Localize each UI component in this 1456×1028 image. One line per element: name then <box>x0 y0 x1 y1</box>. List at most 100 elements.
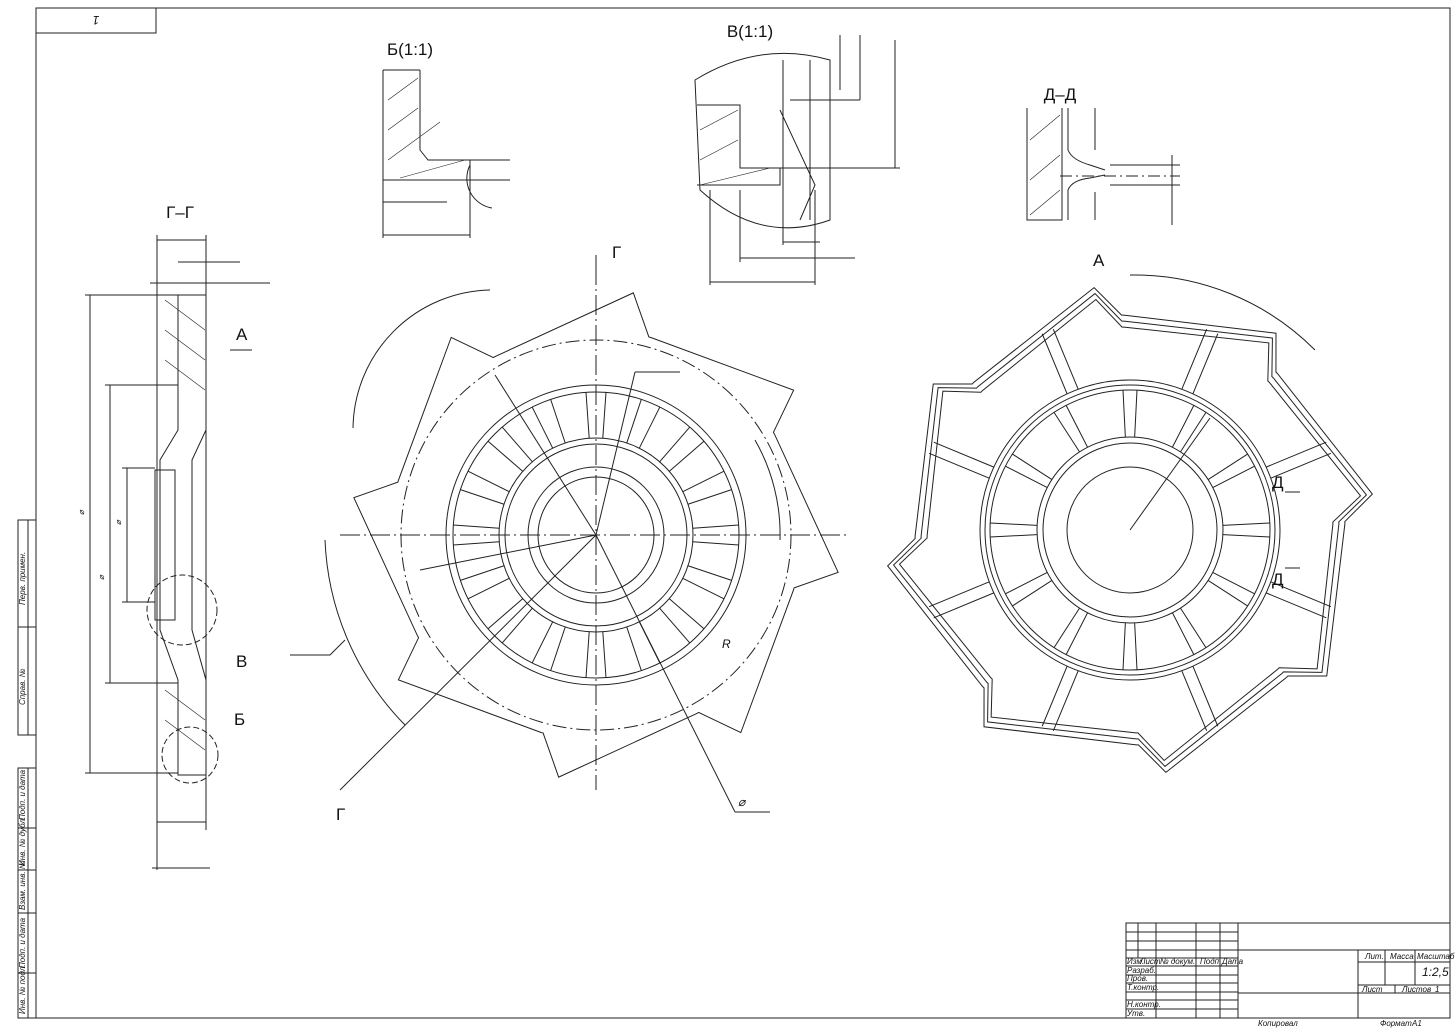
strip-label: Инв. № подл. <box>18 964 27 1014</box>
slot-edge <box>550 399 566 444</box>
ring <box>1042 442 1218 618</box>
slot-edge <box>453 524 500 529</box>
rib-edge <box>1207 453 1248 480</box>
spoke-edge <box>1052 328 1079 390</box>
tb-header: Изм. <box>1127 957 1144 966</box>
corner-box-text: 1 <box>93 13 100 27</box>
spoke-edge <box>928 452 990 479</box>
spoke-edge <box>1270 452 1332 479</box>
rib-edge <box>1212 571 1255 595</box>
slot-edge <box>692 541 739 546</box>
section-g-g-view <box>85 235 270 870</box>
slot-edge <box>659 426 691 463</box>
slot-edge <box>692 524 739 529</box>
ring <box>1036 436 1224 624</box>
rib-edge <box>1065 612 1089 655</box>
tb-header: Подп. <box>1200 957 1221 966</box>
cut-d-top-label: Д <box>1272 473 1284 492</box>
rib-edge <box>1222 522 1270 526</box>
slot-edge <box>668 440 705 472</box>
leader <box>290 639 346 656</box>
strip-label: Подп. и дата <box>18 769 27 820</box>
spoke-edge <box>928 581 990 608</box>
spoke-edge <box>933 592 995 619</box>
rib-edge <box>1053 607 1080 648</box>
title-block <box>1125 922 1451 1019</box>
rib-edge <box>1122 390 1126 438</box>
tb-format-value: А1 <box>1411 1019 1422 1028</box>
dimension-line <box>419 534 597 571</box>
strip-label: Взам. инв. № <box>18 860 27 910</box>
rib-edge <box>1053 412 1080 453</box>
rib-edge <box>1222 534 1270 538</box>
outer-contour <box>898 298 1362 762</box>
tb-mass: Масса <box>1390 952 1414 961</box>
spoke-edge <box>1265 592 1327 619</box>
tb-lit: Лит. <box>1364 952 1384 961</box>
diameter-label: ⌀ <box>114 519 123 525</box>
slot-edge <box>602 392 607 439</box>
cut-g-top-label: Г <box>612 243 621 262</box>
spoke-edge <box>1270 581 1332 608</box>
tb-header: Дата <box>1221 957 1244 966</box>
outer-contour <box>886 286 1374 774</box>
angle-arc <box>352 289 491 429</box>
slot-edge <box>682 470 725 493</box>
detail-b-view <box>382 69 510 238</box>
slot-edge <box>531 621 554 664</box>
tb-scale-label: Масштаб <box>1417 952 1455 961</box>
tb-role: Пров. <box>1127 974 1148 983</box>
rib-edge <box>1012 580 1053 607</box>
detail-v-view <box>694 35 900 285</box>
rib-edge <box>1134 622 1138 670</box>
slot-edge <box>460 565 505 581</box>
tb-scale-value: 1:2,5 <box>1422 965 1449 979</box>
front-view <box>290 255 850 813</box>
diameter-label: ⌀ <box>738 795 747 809</box>
ring <box>1066 466 1194 594</box>
dimension-line <box>1129 417 1211 531</box>
diameter-label: ⌀ <box>97 574 106 580</box>
slot-edge <box>687 565 732 581</box>
tb-header: Лист <box>1139 957 1161 966</box>
slot-edge <box>531 406 554 449</box>
spoke-edge <box>1265 441 1327 468</box>
cut-line <box>339 534 597 791</box>
spoke-edge <box>1041 665 1068 727</box>
angle-arc <box>324 539 406 726</box>
cut-g-bottom-label: Г <box>336 805 345 824</box>
diameter-label: ⌀ <box>77 509 86 515</box>
slot-edge <box>460 489 505 505</box>
tb-role: Разраб. <box>1127 966 1156 975</box>
view-a <box>886 274 1374 774</box>
section-d-d-view <box>1026 108 1180 225</box>
rib-edge <box>1180 412 1207 453</box>
dimension-line <box>595 371 636 536</box>
rib-edge <box>1005 571 1048 595</box>
rib-edge <box>990 534 1038 538</box>
rib-edge <box>1122 622 1126 670</box>
rib-edge <box>1207 580 1248 607</box>
slot-edge <box>487 598 524 630</box>
outer-contour <box>353 292 839 778</box>
tb-sheets: Листов <box>1401 985 1431 994</box>
detail-v-label: В(1:1) <box>727 22 773 41</box>
slot-edge <box>467 470 510 493</box>
spoke-edge <box>1181 328 1208 390</box>
slot-edge <box>602 631 607 678</box>
side-strip <box>17 519 37 1019</box>
view-a-label: А <box>1093 251 1105 270</box>
ring <box>989 389 1271 671</box>
dimension-line <box>494 374 597 536</box>
rib-edge <box>1065 405 1089 448</box>
callout-b-label: Б <box>234 710 245 729</box>
slot-edge <box>626 399 642 444</box>
rib-edge <box>1134 390 1138 438</box>
rib-edge <box>1171 612 1195 655</box>
slot-edge <box>467 577 510 600</box>
spoke-edge <box>1041 333 1068 395</box>
section-g-label: Г–Г <box>166 203 194 222</box>
spoke-edge <box>1181 670 1208 732</box>
slot-edge <box>687 489 732 505</box>
